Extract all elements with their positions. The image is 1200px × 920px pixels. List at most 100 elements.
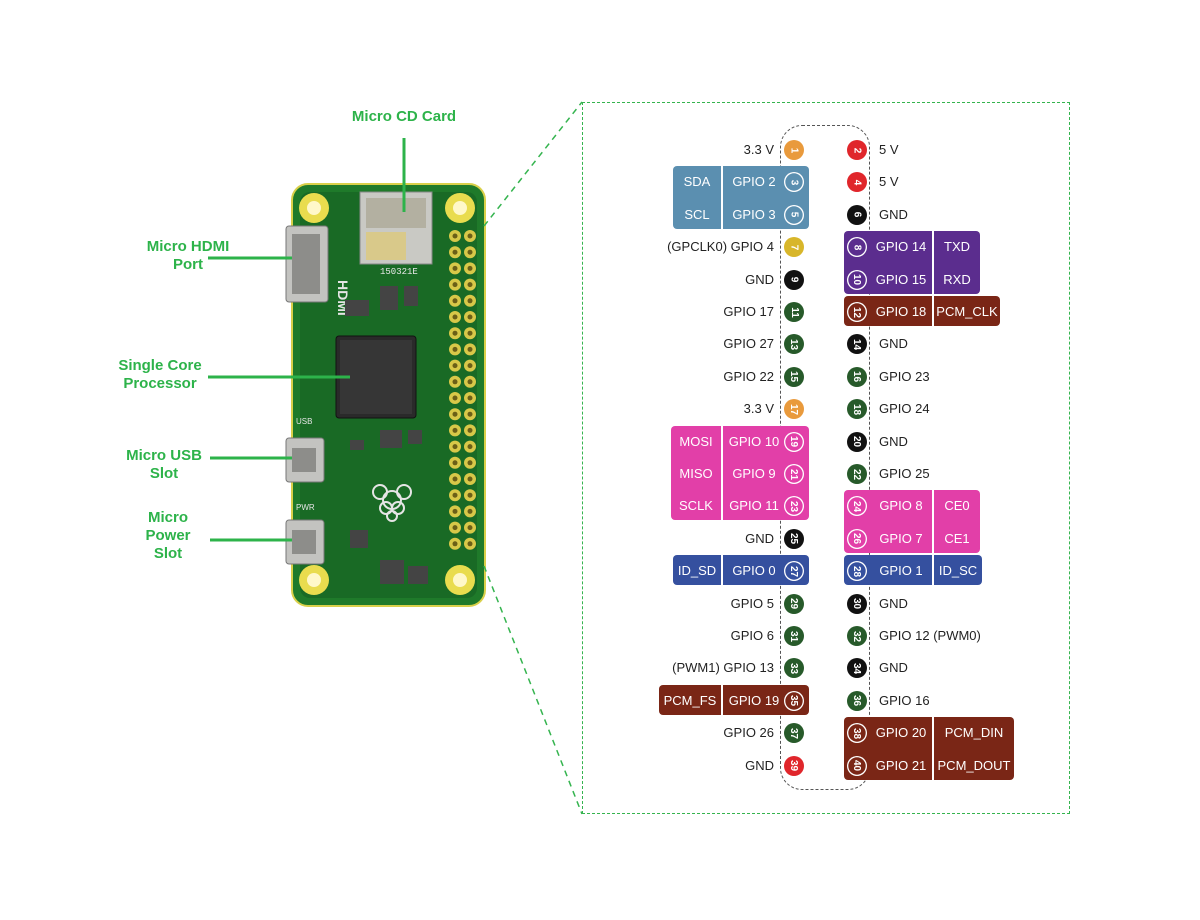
pin-number: 13 <box>788 338 800 350</box>
pin-40-function-label: PCM_DOUT <box>937 757 1011 773</box>
pin-34-label: GND <box>879 660 908 676</box>
header-pad-hole <box>452 314 458 320</box>
pin-27-gpio-label: GPIO 0 <box>732 563 776 579</box>
pin-number: 1 <box>788 147 800 153</box>
pin-10-function-label: RXD <box>943 271 971 287</box>
pin-6-label: GND <box>879 206 908 222</box>
header-pad-hole <box>452 249 458 255</box>
pin-number: 32 <box>851 630 863 642</box>
pin-5-function-label: SCL <box>684 206 710 222</box>
pin-36-marker: 36 <box>847 690 867 711</box>
header-pad-hole <box>467 379 473 385</box>
pin-7-label: (GPCLK0) GPIO 4 <box>667 239 774 255</box>
processor-callout-line2: Processor <box>123 375 197 392</box>
pin-28-function-label: ID_SC <box>938 563 978 579</box>
pin-34-marker: 34 <box>847 658 867 679</box>
pin-28-function-block <box>844 555 982 586</box>
pin-13-marker: 13 <box>784 334 804 355</box>
pin-number: 22 <box>851 468 863 480</box>
header-pad-hole <box>452 492 458 498</box>
pin-18-marker: 18 <box>847 399 867 420</box>
hdmi-port <box>285 225 329 303</box>
pin-29-marker: 29 <box>784 593 804 614</box>
pin-number: 36 <box>851 695 863 707</box>
header-pad-hole <box>452 541 458 547</box>
pin-number: 9 <box>788 276 800 283</box>
pin-3-function-label: SDA <box>683 174 711 190</box>
pin-number: 21 <box>788 468 800 480</box>
pin-number: 5 <box>788 212 800 218</box>
pin-number: 27 <box>788 565 800 577</box>
zoom-lines <box>483 101 583 815</box>
pin-12-function-block <box>844 296 1000 326</box>
pin-7-marker: 7 <box>784 237 804 258</box>
header-pad-hole <box>452 427 458 433</box>
pin-40-gpio-label: GPIO 21 <box>875 757 927 773</box>
pin-11-label: GPIO 17 <box>723 304 774 319</box>
pin-22-marker: 22 <box>847 464 867 484</box>
pin-number: 12 <box>851 306 863 318</box>
pin-number: 4 <box>851 179 863 186</box>
header-pad-hole <box>467 363 473 369</box>
pin-15-label: GPIO 22 <box>723 368 774 384</box>
header-pad-hole <box>467 395 473 401</box>
pin-24-function-label: CE0 <box>944 498 970 514</box>
pin-31-marker: 31 <box>784 626 804 646</box>
pin-number: 30 <box>851 598 863 610</box>
pin-39-marker: 39 <box>784 755 804 776</box>
block-separator <box>932 555 934 586</box>
header-pad-hole <box>452 298 458 304</box>
header-pad-hole <box>452 233 458 239</box>
usb-silkscreen: USB <box>296 417 312 426</box>
header-pad-hole <box>452 395 458 401</box>
pin-26-function-label: CE1 <box>944 530 970 546</box>
header-pad-hole <box>467 460 473 466</box>
gpio-header-pads <box>449 230 476 550</box>
pin-9-label: GND <box>745 271 774 287</box>
pin-35-marker: 35 <box>784 690 804 711</box>
pin-number: 23 <box>788 500 800 512</box>
pin-33-label: (PWM1) GPIO 13 <box>672 660 774 676</box>
header-pad-hole <box>452 508 458 514</box>
pin-3-gpio-label: GPIO 2 <box>732 174 776 190</box>
header-pad-hole <box>467 282 473 288</box>
pin-38-function-block <box>844 717 1014 780</box>
pin-10-gpio-label: GPIO 15 <box>875 271 927 287</box>
pin-32-marker: 32 <box>847 626 867 646</box>
pin-number: 7 <box>788 244 800 250</box>
hdmi-callout-line2: Port <box>173 256 203 273</box>
pin-12-marker: 12 <box>847 302 867 322</box>
header-pad-hole <box>467 411 473 417</box>
pin-26-gpio-label: GPIO 7 <box>879 530 923 546</box>
pin-23-function-label: SCLK <box>679 498 713 514</box>
pin-30-marker: 30 <box>847 593 867 614</box>
pin-38-marker: 38 <box>847 723 867 744</box>
pin-number: 19 <box>788 436 800 448</box>
pin-38-function-label: PCM_DIN <box>944 725 1004 741</box>
pin-40-marker: 40 <box>847 755 867 776</box>
pin-21-marker: 21 <box>784 464 804 484</box>
pin-5-marker: 5 <box>784 204 804 225</box>
header-pad-hole <box>452 363 458 369</box>
pin-36-label: GPIO 16 <box>879 692 930 708</box>
pin-8-function-block <box>844 231 980 294</box>
header-pad-hole <box>452 460 458 466</box>
header-pad-hole <box>452 265 458 271</box>
pin-number: 14 <box>851 338 863 350</box>
pin-24-function-block <box>844 490 980 553</box>
pin-21-gpio-label: GPIO 9 <box>732 466 776 481</box>
pin-11-marker: 11 <box>784 302 804 322</box>
usb-callout: Micro USB Slot <box>108 447 220 483</box>
pin-31-label: GPIO 6 <box>730 628 774 643</box>
pin-12-function-label: PCM_CLK <box>936 304 998 319</box>
header-pad-hole <box>452 330 458 336</box>
sd-card-callout: Micro CD Card <box>340 108 468 126</box>
header-pad-hole <box>452 476 458 482</box>
pin-19-gpio-label: GPIO 10 <box>728 433 780 449</box>
pin-number: 11 <box>788 306 800 318</box>
mounting-holes <box>299 193 475 595</box>
power-callout: Micro Power Slot <box>118 509 218 563</box>
pin-17-label: 3.3 V <box>743 401 774 417</box>
pin-number: 26 <box>851 533 863 545</box>
